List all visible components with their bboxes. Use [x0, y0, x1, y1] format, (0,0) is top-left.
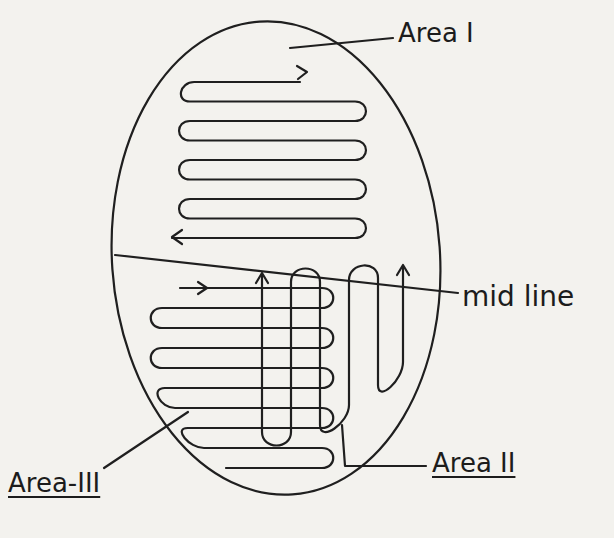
- arrow-head: [198, 282, 207, 294]
- mid-line-label: mid line: [462, 280, 574, 314]
- area-label: Area-III: [8, 468, 100, 499]
- mid-line: [115, 255, 458, 293]
- upper-serpentine: [172, 82, 366, 238]
- arrow-head: [397, 265, 409, 275]
- leader-line: [104, 412, 188, 468]
- area-label: Area II: [432, 448, 515, 479]
- arrow-head: [297, 66, 307, 79]
- arrow-head: [256, 273, 268, 283]
- arrow-head: [172, 230, 182, 244]
- leader-line: [290, 38, 393, 48]
- leader-line: [342, 425, 426, 466]
- lower-serpentine: [151, 288, 334, 468]
- vertical-serpentine: [262, 265, 403, 445]
- area-label: Area I: [398, 18, 474, 49]
